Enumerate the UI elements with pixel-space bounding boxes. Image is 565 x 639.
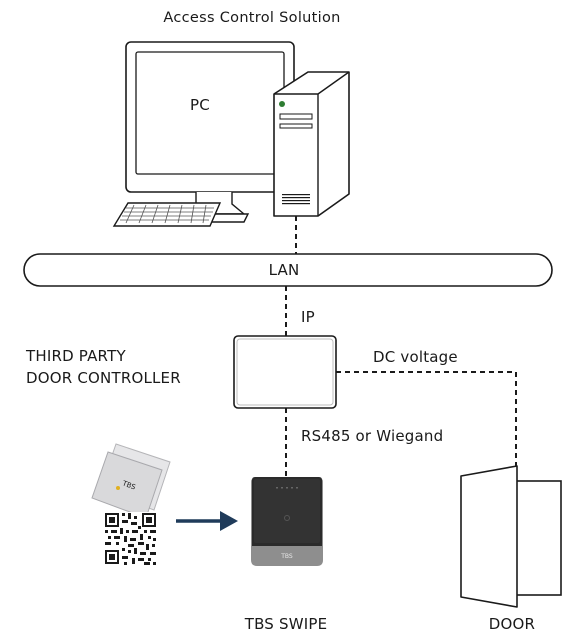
door-icon (460, 465, 562, 608)
pc-group: PC (112, 41, 350, 227)
keyboard-icon (112, 202, 222, 227)
diagram-title: Access Control Solution (163, 10, 340, 26)
arrow-right-icon (176, 511, 238, 531)
tower-icon (273, 71, 350, 217)
reader-device-icon: TBS (251, 477, 323, 566)
reader-label: TBS SWIPE (244, 615, 328, 633)
vent-grille-icon (282, 194, 310, 205)
door-label: DOOR (489, 615, 535, 633)
lan-bus (23, 253, 553, 287)
dc-voltage-link (336, 371, 517, 470)
reader-brand-mark: TBS (280, 553, 293, 560)
dc-voltage-label: DC voltage (373, 348, 458, 366)
door-controller-box (233, 335, 337, 409)
pc-label: PC (190, 96, 210, 114)
controller-label-line2: DOOR CONTROLLER (26, 369, 181, 387)
controller-label-line1: THIRD PARTY (25, 347, 126, 365)
qr-code-icon (104, 512, 157, 565)
lan-label: LAN (269, 261, 300, 279)
power-led-icon (279, 101, 285, 107)
bus-label: RS485 or Wiegand (301, 427, 443, 445)
monitor-icon (125, 41, 295, 223)
ip-label: IP (301, 308, 315, 326)
card-icon: TBS (91, 443, 171, 519)
